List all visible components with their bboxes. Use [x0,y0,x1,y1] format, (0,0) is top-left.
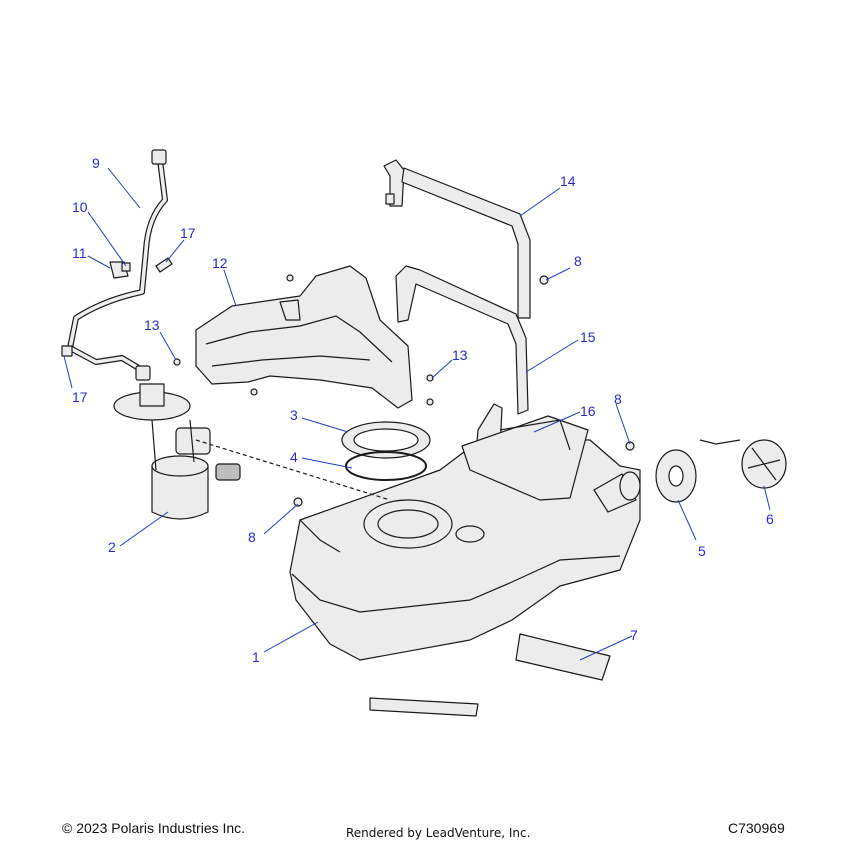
part-8-screw-right [625,441,635,451]
callout-14: 14 [560,173,576,189]
callout-15: 15 [580,329,596,345]
callout-9: 9 [92,155,100,171]
part-6-fuel-cap [699,439,787,489]
part-9-fuel-line [67,149,168,381]
part-4-seal [345,451,427,481]
callout-7: 7 [630,627,638,643]
part-3-lock-ring [341,421,431,459]
part-1-filler-neck [593,471,641,513]
callout-17-lower: 17 [72,389,88,405]
callout-12: 12 [212,255,228,271]
diagram-id: C730969 [728,820,785,836]
part-5-filler-gasket [655,449,697,503]
callout-8-strap: 8 [574,253,582,269]
callout-8-tank: 8 [248,529,256,545]
callout-2: 2 [108,539,116,555]
part-1-fuel-tank [289,415,641,661]
callout-4: 4 [290,449,298,465]
part-13-rivet-left [173,358,181,366]
callout-1: 1 [252,649,260,665]
callout-11: 11 [72,245,87,261]
part-label-bottom [369,697,479,717]
part-8-screw-tank [293,497,303,507]
part-12-heat-shield [195,265,413,409]
leader-lines [63,167,771,661]
callout-13-left: 13 [144,317,160,333]
part-8-screw-shield [250,274,294,396]
part-8-screw-strap [539,275,549,285]
callout-8-right: 8 [614,391,622,407]
part-7-label [515,633,611,681]
callout-17-upper: 17 [180,225,196,241]
callout-5: 5 [698,543,706,559]
callout-6: 6 [766,511,774,527]
part-17-fitting-upper [155,257,173,273]
part-2-fuel-pump-module [113,383,391,520]
callout-3: 3 [290,407,298,423]
part-11-clip [121,262,131,272]
rendered-by-credit: Rendered by LeadVenture, Inc. [346,826,531,840]
part-13-rivet-right [426,374,434,406]
callout-13-right: 13 [452,347,468,363]
callout-10: 10 [72,199,88,215]
part-17-fitting-lower [61,345,73,357]
part-15-tank-strap-lower [395,265,529,415]
callout-16: 16 [580,403,596,419]
copyright-notice: © 2023 Polaris Industries Inc. [62,820,246,836]
